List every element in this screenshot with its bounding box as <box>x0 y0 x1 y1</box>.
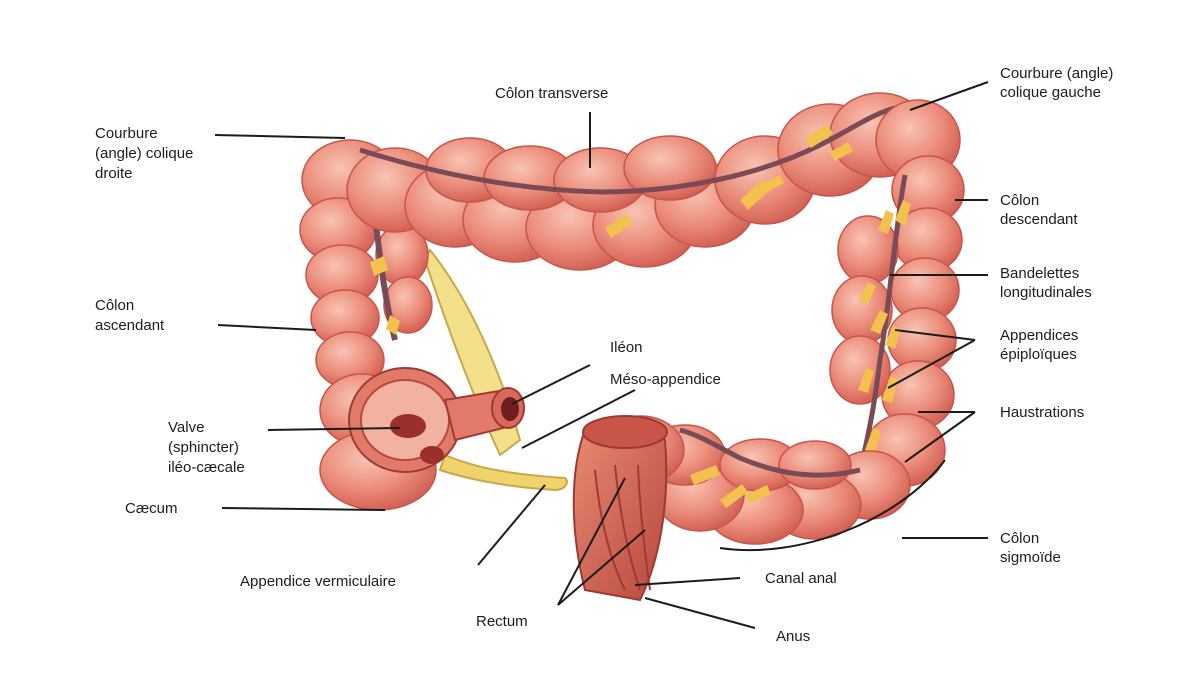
label-colon-descending: Côlon descendant <box>1000 192 1078 228</box>
label-colon-sigmoid: Côlon sigmoïde <box>1000 530 1061 566</box>
label-appendix: Appendice vermiculaire <box>240 573 396 590</box>
label-anal-canal: Canal anal <box>765 570 837 587</box>
label-haustrations: Haustrations <box>1000 404 1084 421</box>
label-mesoappendix: Méso-appendice <box>610 371 721 388</box>
label-epiploic-appendices: Appendices épiploïques <box>1000 327 1083 363</box>
label-left-flexure: Courbure (angle) colique gauche <box>1000 65 1118 101</box>
rectum-shape <box>574 416 667 600</box>
ileocecal-valve <box>349 368 461 472</box>
label-rectum: Rectum <box>476 613 528 630</box>
label-colon-transverse: Côlon transverse <box>495 85 608 102</box>
label-anus: Anus <box>776 628 810 645</box>
label-right-flexure: Courbure (angle) colique droite <box>95 125 198 182</box>
label-ileocecal-valve: Valve (sphincter) iléo-cæcale <box>168 419 245 476</box>
label-cecum: Cæcum <box>125 500 178 517</box>
label-taenia: Bandelettes longitudinales <box>1000 265 1092 301</box>
label-ileum: Iléon <box>610 339 643 356</box>
appendix-shape <box>440 455 567 490</box>
label-colon-ascending: Côlon ascendant <box>95 297 165 334</box>
